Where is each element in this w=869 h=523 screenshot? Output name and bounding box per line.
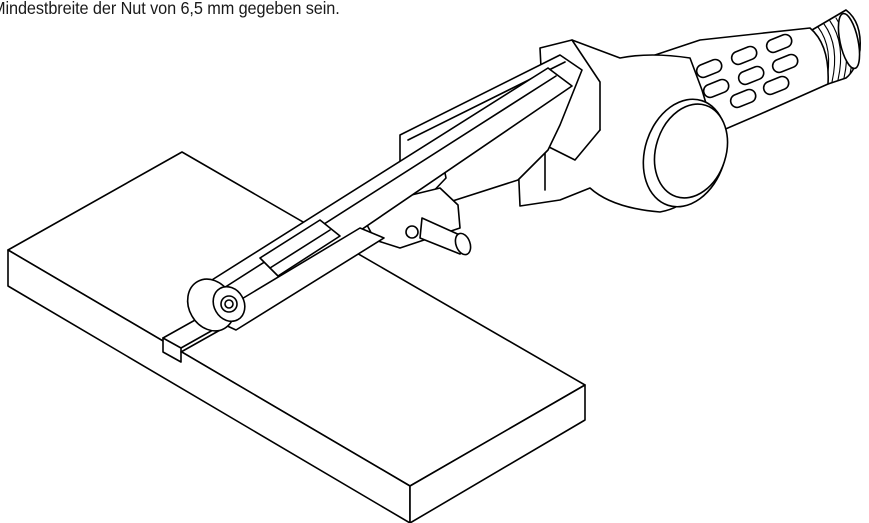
workpiece-side-face [409, 384, 586, 523]
grip-pads [695, 33, 799, 109]
workpiece-front-face [7, 249, 411, 523]
front-roller [186, 278, 246, 332]
motor-cap [642, 98, 729, 208]
caption-text: Mindestbreite der Nut von 6,5 mm gegeben… [0, 0, 340, 18]
groove-notch [162, 337, 182, 363]
belt-sander-illustration [186, 9, 862, 332]
workpiece-block-illustration [7, 151, 586, 523]
